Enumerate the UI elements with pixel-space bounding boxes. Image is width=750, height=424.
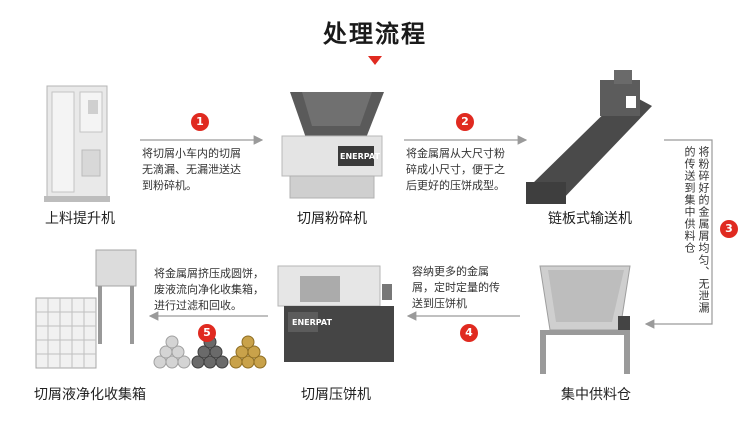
shredder-machine-icon (281, 92, 384, 199)
transition-desc-5: 将金属屑挤压成圆饼， 废液流向净化收集箱， 进行过滤和回收。 (154, 266, 264, 314)
step-label-6: 切屑液净化收集箱 (34, 387, 146, 403)
step-badge-2: 2 (456, 113, 474, 131)
transition-desc-3-line: 将粉碎好的金属屑均匀、无泄漏 (697, 146, 710, 314)
step-badge-4: 4 (460, 324, 478, 342)
step-badge-1: 1 (191, 113, 209, 131)
transition-desc-2-line: 将金属屑从大尺寸粉 (406, 147, 505, 160)
step-badge-5: 5 (198, 324, 216, 342)
brand-label-press: ENERPAT (292, 318, 332, 327)
step-label-1: 上料提升机 (45, 211, 115, 227)
transition-desc-4-line: 容纳更多的金属 (412, 265, 489, 278)
transition-desc-3: 将粉碎好的金属屑均匀、无泄漏 的传送到集中供料仓 (680, 146, 710, 316)
briquetting-press-icon (277, 265, 394, 362)
transition-desc-1-line: 将切屑小车内的切屑 (142, 147, 241, 160)
transition-desc-2-line: 碎成小尺寸，便于之 (406, 163, 505, 176)
chain-conveyor-icon (526, 70, 652, 204)
transition-desc-1-line: 无滴漏、无漏泄送达 (142, 163, 241, 176)
step-label-2: 切屑粉碎机 (297, 211, 367, 227)
briquette-samples-icon (153, 335, 267, 369)
transition-desc-5-line: 进行过滤和回收。 (154, 299, 242, 312)
page-title: 处理流程 (323, 20, 427, 48)
hopper-machine-icon (539, 265, 631, 374)
transition-desc-4-line: 送到压饼机 (412, 297, 467, 310)
step-badge-3: 3 (720, 220, 738, 238)
transition-desc-1: 将切屑小车内的切屑 无滴漏、无漏泄送达 到粉碎机。 (142, 146, 241, 194)
lifter-machine-icon (44, 85, 110, 202)
transition-desc-2-line: 后更好的压饼成型。 (406, 179, 505, 192)
brand-label-shredder: ENERPAT (340, 152, 380, 161)
flow-arrow-3 (644, 139, 713, 329)
transition-desc-4-line: 屑，定时定量的传 (412, 281, 500, 294)
filtration-tank-icon (35, 249, 137, 369)
transition-desc-5-line: 将金属屑挤压成圆饼， (154, 267, 264, 280)
step-label-5: 切屑压饼机 (301, 387, 371, 403)
transition-desc-4: 容纳更多的金属 屑，定时定量的传 送到压饼机 (412, 264, 500, 312)
step-label-3: 链板式输送机 (548, 211, 632, 227)
transition-desc-5-line: 废液流向净化收集箱， (154, 283, 264, 296)
transition-desc-3-line: 的传送到集中供料仓 (683, 146, 696, 254)
transition-desc-2: 将金属屑从大尺寸粉 碎成小尺寸，便于之 后更好的压饼成型。 (406, 146, 505, 194)
transition-desc-1-line: 到粉碎机。 (142, 179, 197, 192)
step-label-4: 集中供料仓 (561, 387, 631, 403)
title-marker-icon (368, 56, 382, 65)
